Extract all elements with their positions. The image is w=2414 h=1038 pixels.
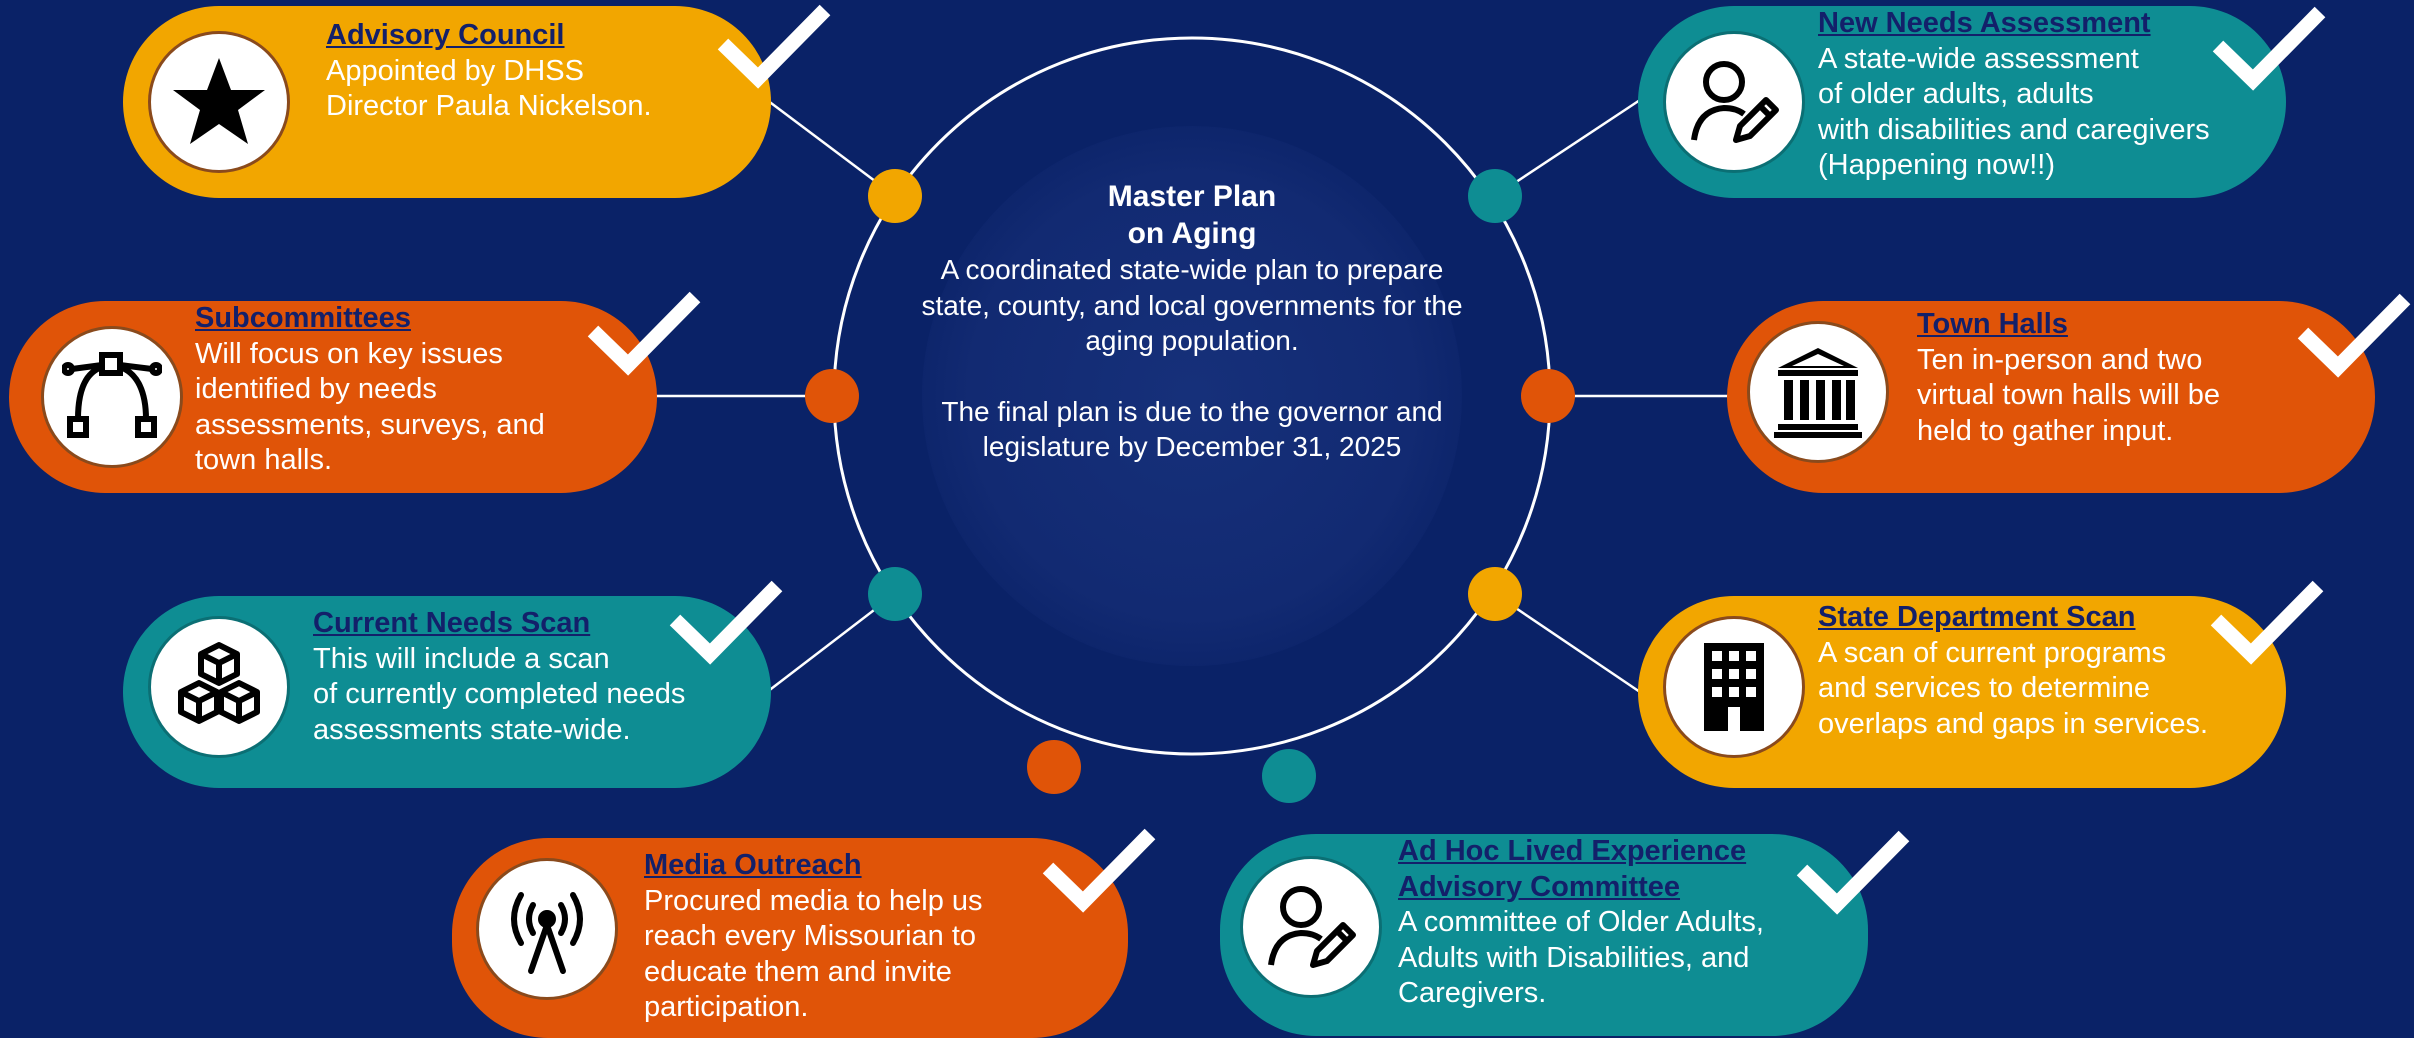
star-icon xyxy=(148,31,290,173)
subcommittees-body: Will focus on key issues identified by n… xyxy=(195,337,545,477)
checkmark-icon xyxy=(1796,830,1910,915)
workflow-icon xyxy=(41,326,183,468)
checkmark-icon xyxy=(669,580,783,665)
town-halls-body: Ten in-person and two virtual town halls… xyxy=(1917,343,2221,447)
new-needs-assessment-title[interactable]: New Needs Assessment xyxy=(1818,7,2151,39)
checkmark-icon xyxy=(2297,293,2411,378)
new-needs-assessment-card: New Needs Assessment A state-wide assess… xyxy=(1638,6,2326,198)
subcommittees-title[interactable]: Subcommittees xyxy=(195,302,411,334)
connector-line xyxy=(766,99,896,197)
lived-experience-committee-body: A committee of Older Adults, Adults with… xyxy=(1398,906,1764,1009)
current-needs-scan-body: This will include a scan of currently co… xyxy=(313,642,686,746)
town-halls-title[interactable]: Town Halls xyxy=(1917,308,2068,340)
hub-description: A coordinated state-wide plan to prepare… xyxy=(921,254,1463,356)
hub-title: Master Plan on Aging xyxy=(1107,180,1277,250)
hub-glow xyxy=(922,126,1462,666)
media-outreach-body: Procured media to help us reach every Mi… xyxy=(644,884,983,1024)
cubes-icon xyxy=(148,616,290,758)
checkmark-icon xyxy=(717,4,831,89)
person-edit-icon xyxy=(1663,31,1805,173)
checkmark-icon xyxy=(587,291,701,376)
advisory-council-title[interactable]: Advisory Council xyxy=(326,19,565,51)
antenna-icon xyxy=(476,858,618,1000)
checkmark-icon xyxy=(2212,6,2326,91)
hub-due-date: The final plan is due to the governor an… xyxy=(941,395,1443,463)
connector-line xyxy=(766,593,896,693)
state-department-scan-body: A scan of current programs and services … xyxy=(1818,636,2209,740)
media-outreach-card: Media Outreach Procured media to help us… xyxy=(452,828,1156,1038)
connector-line xyxy=(1494,98,1641,198)
office-building-icon xyxy=(1663,616,1805,758)
media-outreach-title[interactable]: Media Outreach xyxy=(644,849,862,881)
advisory-council-body: Appointed by DHSS Director Paula Nickels… xyxy=(326,54,652,123)
person-edit-icon xyxy=(1240,856,1382,998)
connector-line xyxy=(1494,592,1641,694)
state-department-scan-card: State Department Scan A scan of current … xyxy=(1638,580,2324,788)
checkmark-icon xyxy=(2210,580,2324,665)
lived-experience-committee-title[interactable]: Ad Hoc Lived Experience Advisory Committ… xyxy=(1398,835,1747,903)
advisory-council-card: Advisory Council Appointed by DHSS Direc… xyxy=(123,4,831,198)
town-halls-card: Town Halls Ten in-person and two virtual… xyxy=(1727,293,2411,493)
new-needs-assessment-body: A state-wide assessment of older adults,… xyxy=(1818,42,2210,182)
current-needs-scan-card: Current Needs Scan This will include a s… xyxy=(123,580,783,788)
current-needs-scan-title[interactable]: Current Needs Scan xyxy=(313,607,591,639)
state-department-scan-title[interactable]: State Department Scan xyxy=(1818,601,2136,633)
checkmark-icon xyxy=(1042,828,1156,913)
government-building-icon xyxy=(1747,321,1889,463)
hub-content: Master Plan on Aging A coordinated state… xyxy=(920,178,1464,465)
lived-experience-committee-card: Ad Hoc Lived Experience Advisory Committ… xyxy=(1220,830,1910,1036)
subcommittees-card: Subcommittees Will focus on key issues i… xyxy=(9,291,701,493)
